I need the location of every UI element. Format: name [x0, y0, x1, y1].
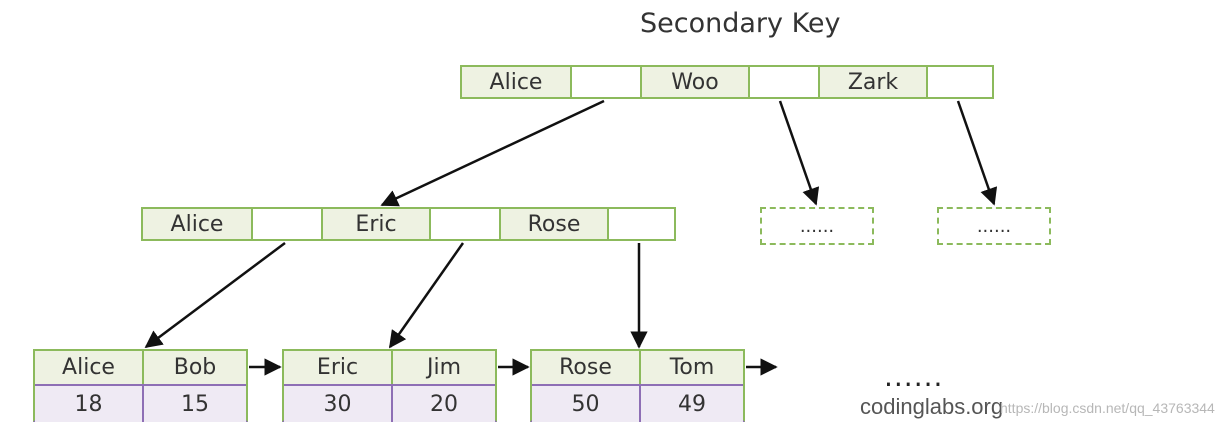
leaf-2-keys: Eric Jim — [284, 351, 495, 384]
leaf-node-1: Alice Bob 18 15 — [33, 349, 248, 422]
placeholder-node-2: ...... — [937, 207, 1051, 245]
arrow-internal-to-leaf-2 — [388, 242, 465, 349]
placeholder-node-1: ...... — [760, 207, 874, 245]
arrow-root-to-internal — [380, 99, 605, 207]
internal-key-3: Rose — [499, 209, 607, 239]
leaf-1-key-2: Bob — [142, 351, 246, 384]
internal-pointer-3 — [607, 209, 674, 239]
arrow-root-to-placeholder-2 — [956, 100, 998, 206]
leaf-2-value-1: 30 — [284, 386, 391, 422]
watermark-text: codinglabs.org — [860, 394, 1004, 419]
watermark-url: https://blog.csdn.net/qq_43763344 — [1000, 400, 1215, 416]
leaf-3-values: 50 49 — [532, 384, 743, 422]
root-pointer-2 — [748, 67, 818, 97]
leaf-1-keys: Alice Bob — [35, 351, 246, 384]
root-key-1: Alice — [462, 67, 570, 97]
more-leaves-ellipsis: ...... — [884, 360, 944, 393]
leaf-1-value-2: 15 — [142, 386, 246, 422]
leaf-1-key-1: Alice — [35, 351, 142, 384]
internal-key-2: Eric — [321, 209, 429, 239]
leaf-node-3: Rose Tom 50 49 — [530, 349, 745, 422]
leaf-1-value-1: 18 — [35, 386, 142, 422]
internal-pointer-2 — [429, 209, 499, 239]
leaf-3-keys: Rose Tom — [532, 351, 743, 384]
leaf-3-value-1: 50 — [532, 386, 639, 422]
internal-node: Alice Eric Rose — [141, 207, 676, 241]
arrow-root-to-placeholder-1 — [778, 100, 820, 206]
root-key-3: Zark — [818, 67, 926, 97]
diagram-title: Secondary Key — [640, 8, 841, 39]
internal-pointer-1 — [251, 209, 321, 239]
arrow-internal-to-leaf-1 — [144, 241, 286, 349]
leaf-1-values: 18 15 — [35, 384, 246, 422]
leaf-3-key-1: Rose — [532, 351, 639, 384]
leaf-2-key-2: Jim — [391, 351, 495, 384]
internal-key-1: Alice — [143, 209, 251, 239]
leaf-3-value-2: 49 — [639, 386, 743, 422]
root-pointer-1 — [570, 67, 640, 97]
leaf-2-key-1: Eric — [284, 351, 391, 384]
leaf-2-values: 30 20 — [284, 384, 495, 422]
root-key-2: Woo — [640, 67, 748, 97]
leaf-2-value-2: 20 — [391, 386, 495, 422]
leaf-node-2: Eric Jim 30 20 — [282, 349, 497, 422]
leaf-3-key-2: Tom — [639, 351, 743, 384]
root-node: Alice Woo Zark — [460, 65, 994, 99]
root-pointer-3 — [926, 67, 992, 97]
